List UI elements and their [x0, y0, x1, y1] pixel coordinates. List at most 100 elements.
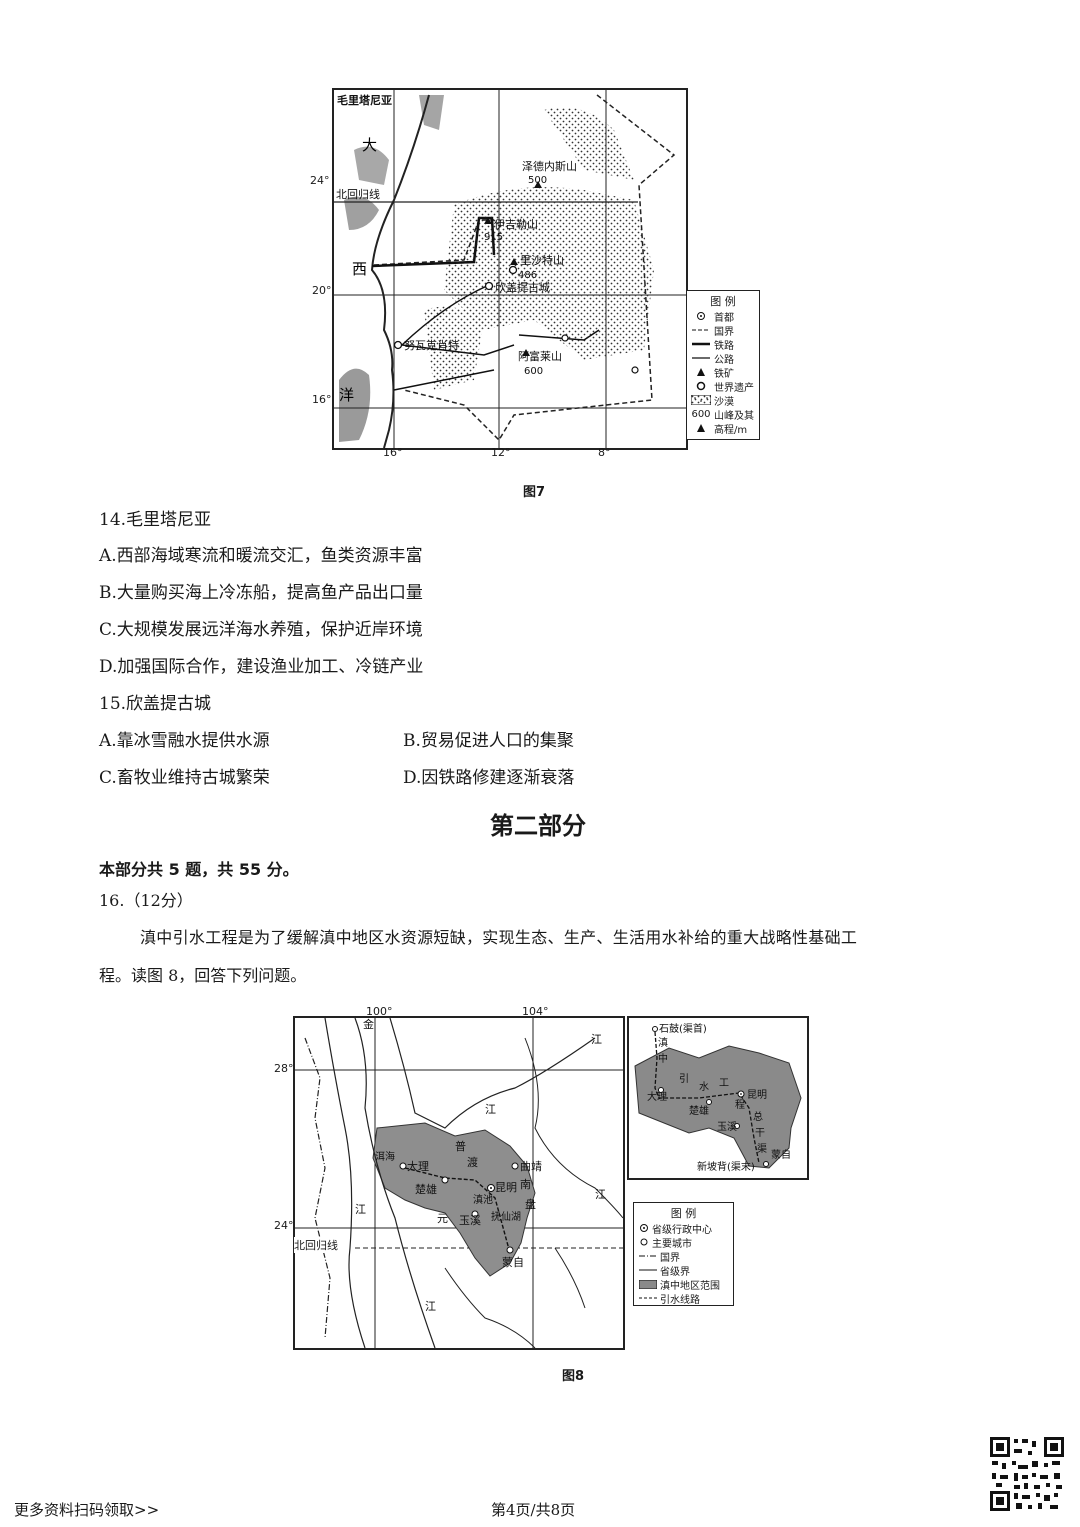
figure8-inset-svg: 石鼓(渠首) 滇 中 大理 引 水 工 程 楚雄 昆明 总 干 渠 玉溪 新坡背…	[634, 1022, 802, 1173]
q15-option-d: D.因铁路修建逐渐衰落	[403, 768, 575, 788]
label-fuxian: 抚仙湖	[491, 1210, 521, 1223]
label-pan: 盘	[525, 1197, 536, 1211]
svg-text:工: 工	[719, 1078, 729, 1089]
label-nan: 南	[520, 1178, 531, 1191]
road	[401, 344, 515, 356]
svg-text:程: 程	[735, 1099, 745, 1111]
fig8-lat-28: 28°	[274, 1062, 294, 1075]
label-yuxi: 玉溪	[459, 1214, 481, 1227]
fig8-lon-104: 104°	[522, 1005, 549, 1018]
label-du: 渡	[467, 1155, 478, 1169]
q14-option-d: D.加强国际合作，建设渔业加工、冷链产业	[99, 657, 424, 677]
label-mt2: 伊吉勒山	[494, 218, 538, 231]
label-mt4: 阿富莱山	[518, 349, 562, 363]
q14-option-a: A.西部海域寒流和暖流交汇，鱼类资源丰富	[99, 546, 423, 566]
figure7-map: 毛里塔尼亚 大 西 洋 北回归线 泽德内斯山 500 伊吉勒山 915 里沙特山…	[332, 88, 688, 450]
label-jiang-3: 江	[355, 1203, 366, 1216]
legend8-row-route: 引水线路	[639, 1294, 700, 1306]
legend-row-desert: 沙漠	[690, 393, 756, 408]
city-chuxiong	[441, 1176, 449, 1184]
fig8-lon-100: 100°	[366, 1005, 393, 1018]
fig7-lat-20: 20°	[312, 284, 332, 297]
legend-row-border: 国界	[692, 326, 734, 338]
label-jiang-4: 江	[425, 1300, 436, 1313]
water-route	[404, 1167, 511, 1254]
figure8-main-svg: 金 江 江 江 江 江 大理 楚雄 昆明 玉溪 曲靖 蒙自 洱海 滇池 抚仙湖 …	[295, 1018, 623, 1348]
fig7-lon-12: 12°	[491, 446, 511, 459]
label-capital: 努瓦克肖特	[404, 338, 459, 352]
fig8-tropic-label: 北回归线	[294, 1237, 338, 1253]
label-mt3-elev: 486	[518, 270, 537, 281]
svg-text:滇: 滇	[658, 1036, 668, 1049]
label-yuan: 元	[437, 1212, 448, 1225]
legend8-row-capital: 省级行政中心	[638, 1221, 729, 1236]
q15-option-b: B.贸易促进人口的集聚	[403, 731, 574, 751]
dianzhong-region	[372, 1122, 536, 1277]
capital-symbol	[393, 340, 403, 350]
fig8-lat-24: 24°	[274, 1219, 294, 1232]
coastline	[370, 94, 430, 448]
q14-stem: 14.毛里塔尼亚	[99, 510, 212, 530]
legend8-row-province: 省级界	[639, 1266, 690, 1278]
q15-option-a: A.靠冰雪融水提供水源	[99, 731, 270, 751]
label-jiang-1: 江	[591, 1033, 602, 1046]
figure7-map-svg: 毛里塔尼亚 大 西 洋 北回归线 泽德内斯山 500 伊吉勒山 915 里沙特山…	[334, 90, 686, 448]
svg-text:引: 引	[679, 1073, 689, 1085]
legend-row-railway: 铁路	[692, 340, 734, 352]
inset-label-dali: 大理	[647, 1090, 667, 1103]
desert-area	[444, 187, 654, 360]
legend-row-capital: 首都	[690, 309, 756, 324]
city-mengzi	[506, 1246, 514, 1254]
q16-head: 16.（12分）	[99, 891, 193, 910]
label-erhai: 洱海	[375, 1150, 395, 1163]
q16-text-line1: 滇中引水工程是为了缓解滇中地区水资源短缺，实现生态、生产、生活用水补给的重大战略…	[140, 928, 858, 947]
label-mt3: 里沙特山	[520, 253, 564, 267]
legend8-row-border: 国界	[639, 1252, 680, 1264]
q14-option-b: B.大量购买海上冷冻船，提高鱼产品出口量	[99, 583, 423, 603]
inset-region	[634, 1045, 802, 1169]
fig7-lat-16: 16°	[312, 393, 332, 406]
label-ocean-2: 西	[352, 260, 367, 278]
svg-text:渠: 渠	[757, 1143, 767, 1155]
q15-option-c: C.畜牧业维持古城繁荣	[99, 768, 270, 788]
inset-route	[654, 1031, 760, 1164]
label-pu: 普	[455, 1139, 466, 1153]
inset-label-kunming: 昆明	[747, 1089, 767, 1101]
label-mt2-elev: 915	[484, 232, 503, 243]
legend-row-heritage: 世界遗产	[690, 379, 756, 394]
qr-code-icon	[988, 1435, 1066, 1513]
label-mt4-elev: 600	[524, 366, 543, 377]
label-country: 毛里塔尼亚	[337, 93, 392, 107]
part2-title: 第二部分	[490, 812, 586, 840]
label-kunming: 昆明	[495, 1181, 517, 1194]
figure8-caption: 图8	[562, 1369, 585, 1384]
legend-row-elev: 高程/m	[690, 421, 756, 436]
figure7-caption: 图7	[523, 485, 546, 500]
q15-stem: 15.欣盖提古城	[99, 694, 212, 714]
label-jiang-2: 江	[485, 1103, 496, 1116]
mountain-zedne	[534, 181, 542, 188]
legend8-title: 图 例	[670, 1207, 697, 1220]
label-mt1: 泽德内斯山	[522, 159, 577, 173]
label-ocean-1: 大	[362, 136, 377, 154]
figure8-main-map: 金 江 江 江 江 江 大理 楚雄 昆明 玉溪 曲靖 蒙自 洱海 滇池 抚仙湖 …	[293, 1016, 625, 1350]
legend8-row-city: 主要城市	[638, 1235, 729, 1250]
qr-code[interactable]	[988, 1435, 1066, 1513]
label-jiang-5: 江	[595, 1188, 606, 1201]
inset-label-end: 新坡背(渠末)	[697, 1160, 755, 1173]
ocean-patch	[339, 368, 371, 442]
label-dianchi: 滇池	[473, 1193, 493, 1206]
label-tropic: 北回归线	[336, 187, 380, 201]
q14-option-c: C.大规模发展远洋海水养殖，保护近岸环境	[99, 620, 423, 640]
city-qujing	[511, 1162, 519, 1170]
label-dali: 大理	[407, 1159, 429, 1173]
railway	[371, 216, 496, 268]
fig7-lon-8: 8°	[598, 446, 611, 459]
city-yuxi	[471, 1210, 479, 1218]
footer-promo[interactable]: 更多资料扫码领取>>	[14, 1501, 160, 1519]
legend-row-iron: 铁矿	[690, 365, 756, 380]
svg-text:总: 总	[753, 1110, 763, 1123]
svg-text:中: 中	[658, 1052, 668, 1065]
